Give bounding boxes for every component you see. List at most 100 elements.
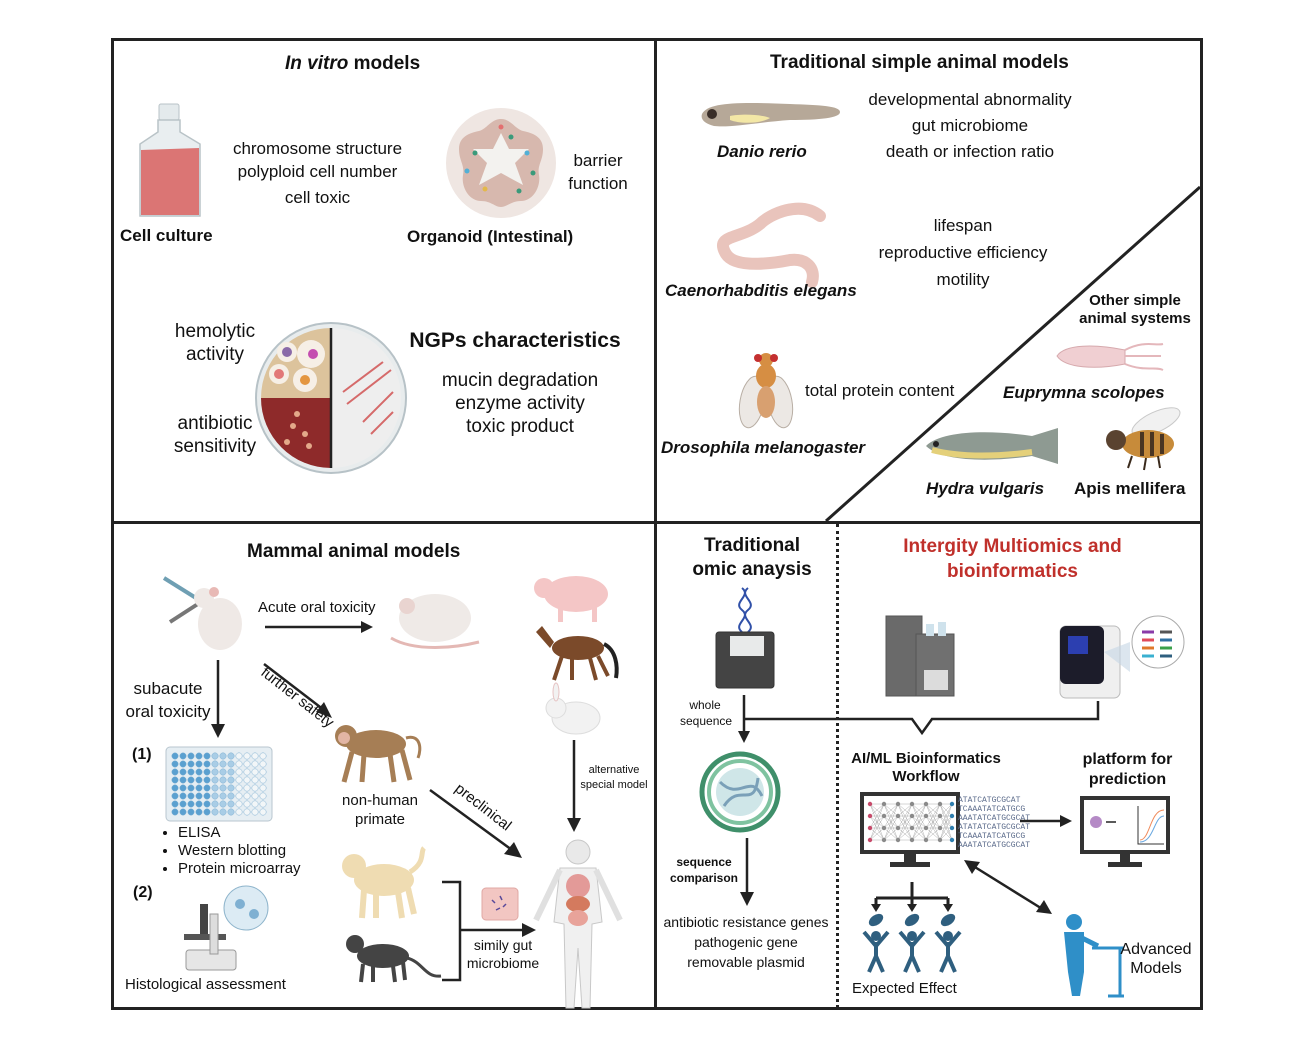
nn-edge [869, 803, 885, 841]
gut-microbiome-bracket [442, 880, 536, 982]
branch-arrowhead [943, 904, 953, 912]
nn-edge [925, 827, 941, 841]
plate-well [227, 792, 235, 800]
nn-edge [939, 827, 953, 841]
nn-edge [925, 803, 941, 829]
gut-label: simily gut microbiome [460, 936, 546, 972]
assay-list: ELISA Western blotting Protein microarra… [160, 824, 301, 878]
plate-well [219, 808, 227, 816]
metric: chromosome structure [232, 139, 403, 158]
scientist-icon [1064, 914, 1124, 998]
nn-edge [897, 803, 913, 829]
plate-well [259, 768, 267, 776]
plate-well [211, 808, 219, 816]
plate-well [219, 760, 227, 768]
bidirectional-arrow [964, 860, 1052, 914]
step-2-label: (2) [133, 884, 153, 901]
danio-metrics: developmental abnormality gut microbiome… [850, 87, 1090, 165]
label-line: simily gut [473, 937, 533, 953]
ngps-metrics: mucin degradation enzyme activity toxic … [420, 369, 620, 438]
expected-effect-tree [862, 882, 962, 973]
human-body-icon [533, 839, 623, 1009]
pig-icon [534, 576, 608, 622]
metric: lifespan [933, 216, 993, 235]
nn-node [867, 813, 873, 819]
dotted-divider [836, 524, 839, 1008]
nn-node [923, 801, 929, 807]
plate-well [203, 800, 211, 808]
instrument-connector [738, 695, 1100, 743]
expected-effect-label: Expected Effect [852, 980, 957, 997]
plate-well [171, 784, 179, 792]
nn-node [895, 813, 901, 819]
nn-node [867, 837, 873, 843]
nn-edge [897, 827, 913, 841]
plate-well [203, 808, 211, 816]
nn-node [937, 825, 943, 831]
label-line: Advanced [1120, 941, 1192, 958]
label-line: alternative [588, 764, 640, 776]
sleeping-mouse-icon [390, 594, 480, 649]
nn-edge [869, 815, 885, 841]
plate-well [195, 784, 203, 792]
plate-well [187, 760, 195, 768]
apis-label: Apis mellifera [1074, 479, 1186, 498]
antibiotic-label: antibiotic sensitivity [160, 412, 270, 458]
nn-node [867, 801, 873, 807]
platform-title: platform for prediction [1065, 750, 1190, 790]
plate-well [171, 776, 179, 784]
panel-title-simple-animals: Traditional simple animal models [770, 52, 1069, 73]
nn-node [909, 813, 915, 819]
ngps-title: NGPs characteristics [409, 329, 621, 352]
nn-node [881, 837, 887, 843]
plate-well [235, 784, 243, 792]
plate-well [203, 752, 211, 760]
plate-well [227, 760, 235, 768]
plate-well [203, 760, 211, 768]
plate-well [227, 800, 235, 808]
plate-well [251, 808, 259, 816]
plate-well [195, 776, 203, 784]
result-item: antibiotic resistance genes [663, 914, 829, 930]
metric: developmental abnormality [868, 90, 1072, 109]
nn-node [949, 837, 955, 843]
plate-well [219, 776, 227, 784]
title-line: AI/ML Bioinformatics [851, 750, 1001, 767]
plate-well [195, 792, 203, 800]
person-body [862, 930, 890, 973]
hydra-label: Hydra vulgaris [926, 479, 1045, 498]
other-systems-title: Other simple animal systems [1070, 292, 1200, 328]
dna-line: ATATATCATGCGCAT [958, 823, 1031, 832]
nn-edge [869, 803, 885, 817]
nn-edge [911, 827, 927, 841]
cat-icon [346, 935, 442, 983]
nn-node [881, 825, 887, 831]
plate-well [195, 760, 203, 768]
nn-node [895, 825, 901, 831]
metric: motility [936, 270, 990, 289]
nn-edge [939, 803, 953, 841]
alternative-arrow [567, 740, 581, 832]
plate-well [171, 792, 179, 800]
nn-edge [897, 803, 913, 841]
plate-well [219, 800, 227, 808]
label-line: primate [354, 811, 406, 828]
plate-well [195, 800, 203, 808]
advanced-models-label: Advanced Models [1116, 940, 1196, 978]
plate-well [179, 792, 187, 800]
plate-well [203, 776, 211, 784]
step-1-label: (1) [132, 746, 152, 763]
plate-well [211, 784, 219, 792]
title-line: omic anaysis [692, 559, 812, 580]
plate-well [171, 808, 179, 816]
euprymna-label: Euprymna scolopes [1003, 383, 1165, 402]
label-line: microbiome [466, 955, 540, 971]
c-elegans-metrics: lifespan reproductive efficiency motilit… [868, 212, 1058, 293]
plate-well [203, 792, 211, 800]
danio-label: Danio rerio [717, 142, 807, 161]
label-line: non-human [342, 792, 418, 809]
plate-well [259, 760, 267, 768]
nn-edge [869, 827, 885, 841]
plate-well [203, 784, 211, 792]
effect-branches [874, 882, 950, 906]
